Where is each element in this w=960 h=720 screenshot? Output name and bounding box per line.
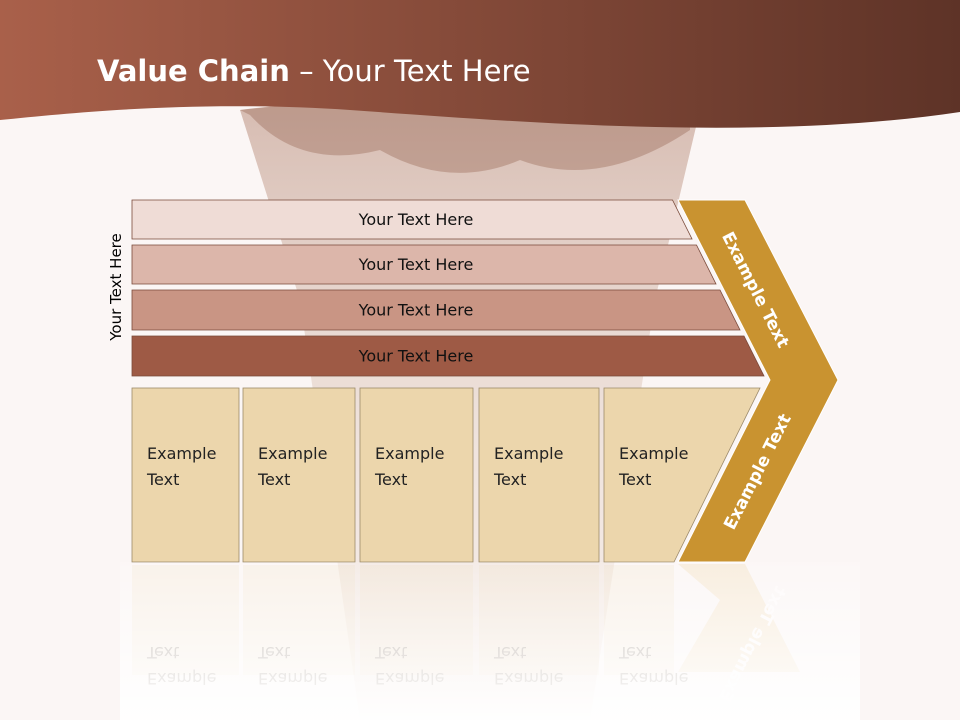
- primary-column-line2: Text: [618, 470, 651, 489]
- support-row-label: Your Text Here: [358, 301, 474, 320]
- primary-column-line2: Text: [146, 470, 179, 489]
- primary-column-line1: Example: [375, 444, 444, 463]
- primary-column: [478, 387, 600, 563]
- support-row-label: Your Text Here: [358, 255, 474, 274]
- reflection-fade: [120, 562, 860, 720]
- primary-column-line1: Example: [494, 444, 563, 463]
- support-row: [131, 335, 765, 377]
- primary-column: [131, 387, 240, 563]
- primary-column-line1: Example: [147, 444, 216, 463]
- margin-chevron: Example Text Example Text: [677, 199, 839, 563]
- support-row: [131, 289, 741, 331]
- header-band: [0, 0, 960, 128]
- primary-column-line2: Text: [257, 470, 290, 489]
- primary-column-line2: Text: [374, 470, 407, 489]
- page-title: Value Chain – Your Text Here: [97, 54, 531, 88]
- primary-column-line1: Example: [619, 444, 688, 463]
- title-rest: – Your Text Here: [289, 54, 531, 88]
- title-bold: Value Chain: [97, 54, 290, 88]
- primary-column-line1: Example: [258, 444, 327, 463]
- support-row-label: Your Text Here: [358, 347, 474, 366]
- primary-column: [242, 387, 356, 563]
- support-row: [131, 199, 693, 240]
- support-row: [131, 244, 717, 285]
- support-row-label: Your Text Here: [358, 210, 474, 229]
- primary-column-line2: Text: [493, 470, 526, 489]
- side-label: Your Text Here: [107, 233, 125, 341]
- primary-column: [359, 387, 474, 563]
